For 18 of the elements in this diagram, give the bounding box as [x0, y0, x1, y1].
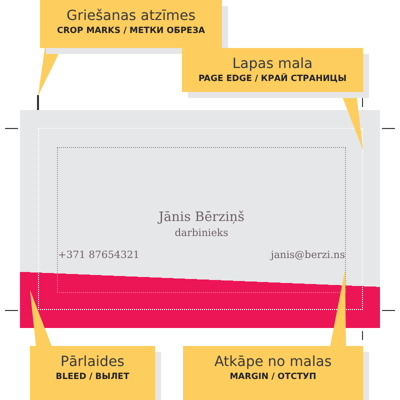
callout-title: Pārlaides — [60, 354, 126, 370]
callout-subtitle: MARGIN / ОТСТУП — [228, 372, 318, 382]
callout-box — [183, 346, 363, 400]
email-address: janis@berzi.ns — [270, 250, 345, 261]
callout-subtitle: PAGE EDGE / КРАЙ СТРАНИЦЫ — [197, 74, 348, 84]
phone-number: +371 87654321 — [58, 250, 140, 261]
person-name: Jānis Bērziņš — [158, 210, 244, 225]
job-title: darbinieks — [174, 228, 228, 239]
callout-box — [40, 0, 222, 48]
callout-box — [30, 346, 155, 400]
callout-subtitle: BLEED / ВЫЛЕТ — [54, 372, 130, 382]
callout-title: Lapas mala — [231, 56, 314, 72]
callout-pointer — [330, 270, 346, 347]
callout-subtitle: CROP MARKS / МЕТКИ ОБРЕЗА — [56, 26, 206, 36]
bleed-area — [20, 110, 380, 328]
callout-pointer — [30, 290, 52, 347]
callout-title: Atkāpe no malas — [213, 354, 333, 370]
callout-title: Griešanas atzīmes — [65, 8, 197, 24]
